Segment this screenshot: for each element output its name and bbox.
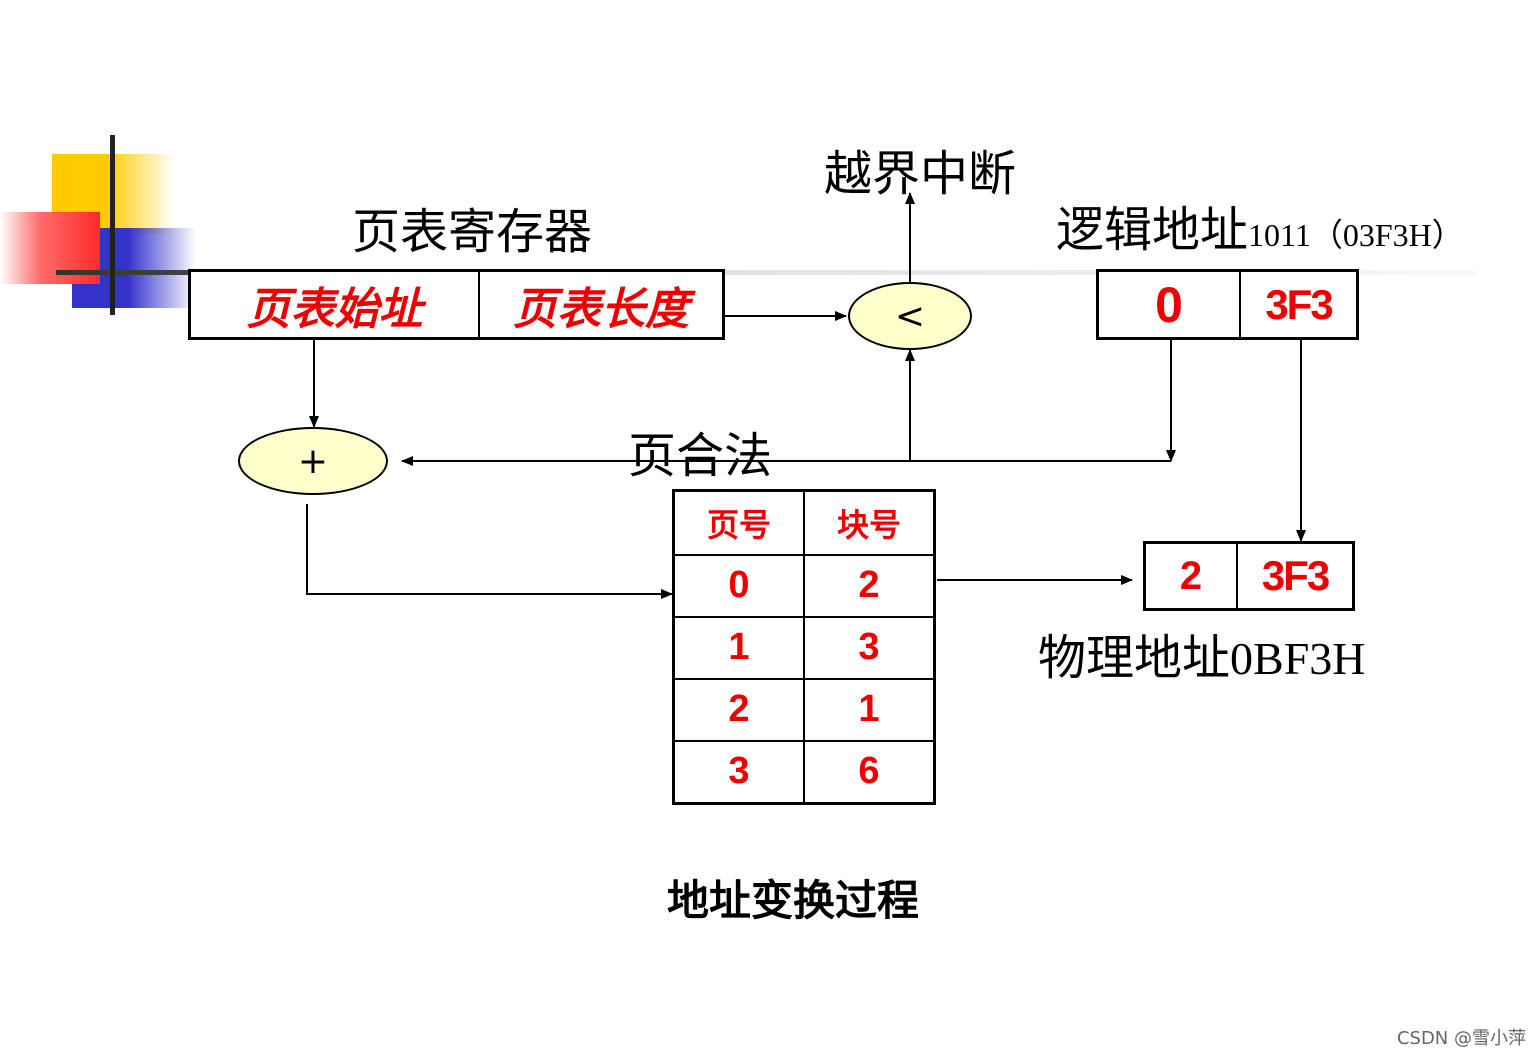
block-number-cell: 1 [803, 677, 936, 742]
decor-horizontal-rule [56, 270, 1476, 275]
page-legal-label: 页合法 [628, 428, 773, 484]
register-length-cell: 页表长度 [513, 283, 689, 335]
block-number-cell: 2 [803, 554, 936, 618]
page-number-cell: 1 [672, 615, 805, 680]
page-table-register-label: 页表寄存器 [352, 204, 593, 260]
page-number-cell: 0 [672, 554, 805, 618]
page-table-register: 页表始址 页表长度 [188, 269, 725, 340]
table-row: 1 3 [672, 615, 936, 680]
adder-oval: + [238, 427, 388, 495]
adder-symbol: + [297, 440, 329, 482]
page-number-cell: 3 [672, 739, 805, 805]
physical-address-prefix: 物理地址 [1038, 630, 1231, 686]
wire-adder-to-table [306, 504, 673, 599]
logical-address-value: 1011（03F3H） [1248, 217, 1464, 253]
physical-address-value: 0BF3H [1230, 633, 1366, 684]
table-row: 3 6 [672, 739, 936, 805]
page-number-cell: 2 [672, 677, 805, 742]
block-number-header: 块号 [803, 489, 936, 556]
page-table: 页号 块号 0 2 1 3 2 1 3 6 [672, 489, 936, 805]
logical-page-cell: 0 [1099, 272, 1241, 337]
comparator-oval: < [848, 282, 972, 350]
logical-address-prefix: 逻辑地址 [1056, 202, 1249, 258]
watermark-text: CSDN @雪小萍 [1396, 1028, 1526, 1049]
logical-offset-cell: 3F3 [1265, 280, 1333, 328]
decor-vertical-rule [110, 135, 115, 315]
physical-address-box: 2 3F3 [1143, 541, 1355, 611]
logical-address-box: 0 3F3 [1096, 269, 1359, 340]
block-number-cell: 6 [803, 739, 936, 805]
physical-address-label: 物理地址0BF3H [1038, 634, 1366, 682]
table-row: 2 1 [672, 677, 936, 742]
bounds-interrupt-label: 越界中断 [824, 146, 1017, 202]
table-row: 0 2 [672, 554, 936, 618]
page-number-header: 页号 [672, 489, 805, 556]
block-number-cell: 3 [803, 615, 936, 680]
register-start-cell: 页表始址 [191, 272, 480, 337]
diagram-caption: 地址变换过程 [667, 876, 920, 925]
logical-address-label: 逻辑地址1011（03F3H） [1056, 206, 1464, 254]
physical-block-cell: 2 [1146, 544, 1238, 608]
physical-offset-cell: 3F3 [1261, 552, 1330, 599]
comparator-symbol: < [894, 295, 926, 337]
